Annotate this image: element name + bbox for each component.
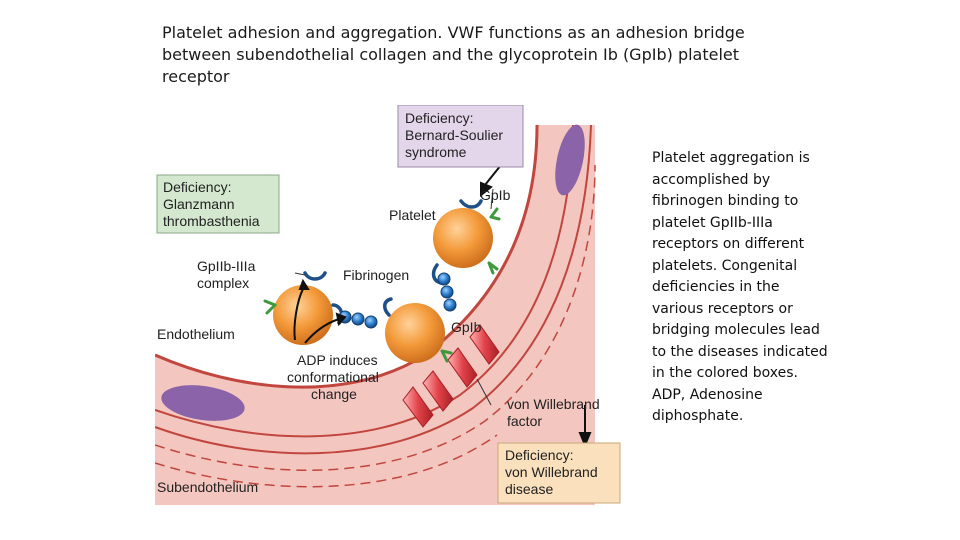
adp-arrows [293, 278, 347, 344]
box-bernard-soulier [397, 105, 524, 168]
label-vwf-line1: von Willebrand [507, 396, 600, 412]
label-gpib-top: GpIb [480, 187, 511, 203]
box-bernard-soulier-line3: syndrome [405, 144, 467, 160]
box-glanzmann [156, 174, 280, 234]
platelet-middle [385, 303, 445, 363]
endothelial-nucleus [555, 124, 585, 196]
leader-lines [294, 188, 494, 406]
platelet-left [273, 285, 333, 345]
box-von-willebrand-line2: von Willebrand [505, 464, 598, 480]
slide-title: Platelet adhesion and aggregation. VWF f… [162, 23, 745, 86]
label-fibrinogen: Fibrinogen [343, 267, 409, 283]
wall-line [155, 124, 574, 438]
label-adp-line3: change [311, 386, 357, 402]
wall-line-dashed [155, 164, 596, 471]
label-subendothelium: Subendothelium [157, 479, 258, 495]
side-caption: Platelet aggregation is accomplished by … [652, 150, 828, 424]
label-gpib-lower: GpIb [451, 319, 482, 335]
box-von-willebrand [497, 442, 621, 504]
box-bernard-soulier-line1: Deficiency: [405, 110, 473, 126]
endothelial-nucleus [161, 385, 245, 421]
box-glanzmann-line3: thrombasthenia [163, 213, 260, 229]
box-bernard-soulier-line2: Bernard-Soulier [405, 127, 503, 143]
gpiib-iiia-receptors [303, 199, 483, 325]
box-arrows [480, 164, 592, 448]
box-von-willebrand-line3: disease [505, 481, 553, 497]
von-willebrand-factor [402, 324, 500, 428]
label-adp-line2: conformational [287, 369, 379, 385]
label-platelet: Platelet [389, 207, 436, 223]
box-glanzmann-line2: Glanzmann [163, 196, 235, 212]
wall-line [155, 124, 592, 455]
box-glanzmann-line1: Deficiency: [163, 179, 231, 195]
label-endothelium: Endothelium [157, 326, 235, 342]
label-vwf-line2: factor [507, 413, 542, 429]
gpib-receptors [263, 207, 501, 363]
box-von-willebrand-line1: Deficiency: [505, 447, 573, 463]
label-gpiib-iiia-line1: GpIIb-IIIa [197, 258, 256, 274]
label-gpiib-iiia-line2: complex [197, 275, 249, 291]
platelet-adhesion-diagram: Deficiency: Bernard-Soulier syndrome Def… [155, 105, 621, 505]
wall-line-dashed [155, 434, 498, 488]
label-adp-line1: ADP induces [297, 352, 378, 368]
vessel-wall [155, 125, 595, 505]
platelet-top [433, 208, 493, 268]
